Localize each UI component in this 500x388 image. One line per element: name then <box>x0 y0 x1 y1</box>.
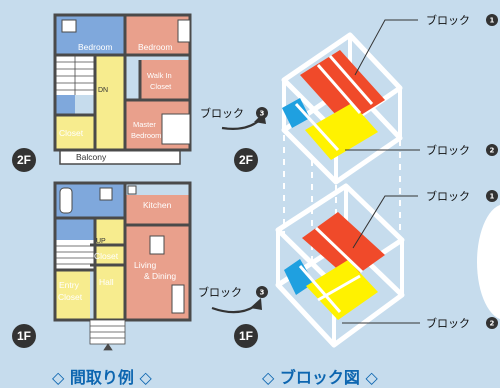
floorplan-2f-walls <box>53 13 192 152</box>
label-closet-2f: Closet <box>59 128 84 138</box>
hall-1f-upper <box>95 218 125 245</box>
block-1f-red <box>302 212 385 280</box>
num-icon-1f-block1 <box>486 190 498 202</box>
label-kitchen: Kitchen <box>143 200 172 210</box>
arrows <box>211 117 263 314</box>
num-icon-1f-block2 <box>486 317 498 329</box>
num-2f-block3: 3 <box>260 110 265 118</box>
badge-floorplan-2f: 2F <box>12 148 36 172</box>
leader-1f-block1 <box>352 195 418 249</box>
block-diagram-2f <box>281 32 403 185</box>
label-dining: & Dining <box>144 271 176 281</box>
num-icon-1f-block3 <box>256 286 268 298</box>
callout-2f-block2: ブロック <box>426 143 470 157</box>
balcony <box>60 150 180 164</box>
porch-steps <box>89 319 126 351</box>
room-entry <box>55 270 90 320</box>
hall-2f <box>95 55 125 150</box>
block-1f-yellow <box>306 260 378 320</box>
label-closet-1f-lower: Closet <box>58 292 83 302</box>
num-icon-2f-block2 <box>486 144 498 156</box>
num-icon-2f-block1 <box>486 14 498 26</box>
num-icon-2f-block3 <box>256 107 268 119</box>
label-walk-in-closet: Closet <box>150 82 172 91</box>
balcony-outline <box>59 149 181 165</box>
label-entry: Entry <box>59 280 80 290</box>
caption-floorplan: ◇ 間取り例 ◇ <box>52 368 152 387</box>
room-walk-in-closet <box>140 60 190 100</box>
num-2f-block2: 2 <box>490 147 495 155</box>
label-walk-in: Walk In <box>147 71 172 80</box>
room-kitchen <box>125 195 190 225</box>
frame-2f-ridges <box>294 55 374 152</box>
num-1f-block2: 2 <box>490 320 495 328</box>
label-closet-1f-upper: Closet <box>94 251 119 261</box>
label-stair-dn: DN <box>98 87 108 94</box>
block-2f-yellow <box>305 103 378 160</box>
callout-1f-block2: ブロック <box>426 316 470 330</box>
room-closet-2f <box>55 115 95 150</box>
label-hall: Hall <box>99 277 114 287</box>
callout-2f-block1: ブロック <box>426 13 470 27</box>
toilet-1f <box>55 218 95 240</box>
label-balcony: Balcony <box>76 152 107 162</box>
stair-1f-steps <box>55 245 95 265</box>
label-master: Master <box>133 120 156 129</box>
stair-2f-steps <box>55 55 95 95</box>
leader-lines <box>342 19 420 324</box>
block-diagram-1f <box>275 183 405 348</box>
furniture-1f <box>59 185 185 314</box>
badge-floorplan-1f: 1F <box>12 324 36 348</box>
badge-block-2f: 2F <box>234 148 258 172</box>
callout-2f-block3: ブロック <box>200 106 244 120</box>
frame-1f-ridges <box>298 226 364 313</box>
num-2f-block1: 1 <box>490 17 495 25</box>
callout-1f-block3: ブロック <box>198 285 242 299</box>
callout-1f-block1: ブロック <box>426 189 470 203</box>
num-1f-block1: 1 <box>490 193 495 201</box>
badge-block-1f: 1F <box>234 324 258 348</box>
arrow-1f-head <box>250 298 262 310</box>
num-1f-block3: 3 <box>260 289 265 297</box>
block-2f-blue <box>282 98 310 128</box>
stair-1f <box>55 240 95 270</box>
label-bedroom-left: Bedroom <box>78 42 113 52</box>
toilet-2f <box>55 95 75 115</box>
room-hall-1f <box>95 265 125 320</box>
decorative-blob <box>477 204 500 320</box>
label-master-bedroom: Bedroom <box>131 131 161 140</box>
label-living: Living <box>134 260 156 270</box>
label-bedroom-right: Bedroom <box>138 42 173 52</box>
caption-block-diagram: ◇ ブロック図 ◇ <box>262 368 378 387</box>
leader-2f-block1 <box>354 19 418 76</box>
furniture-2f <box>61 19 191 145</box>
room-closet-1f-upper <box>90 245 125 265</box>
label-stair-up: UP <box>96 238 106 245</box>
